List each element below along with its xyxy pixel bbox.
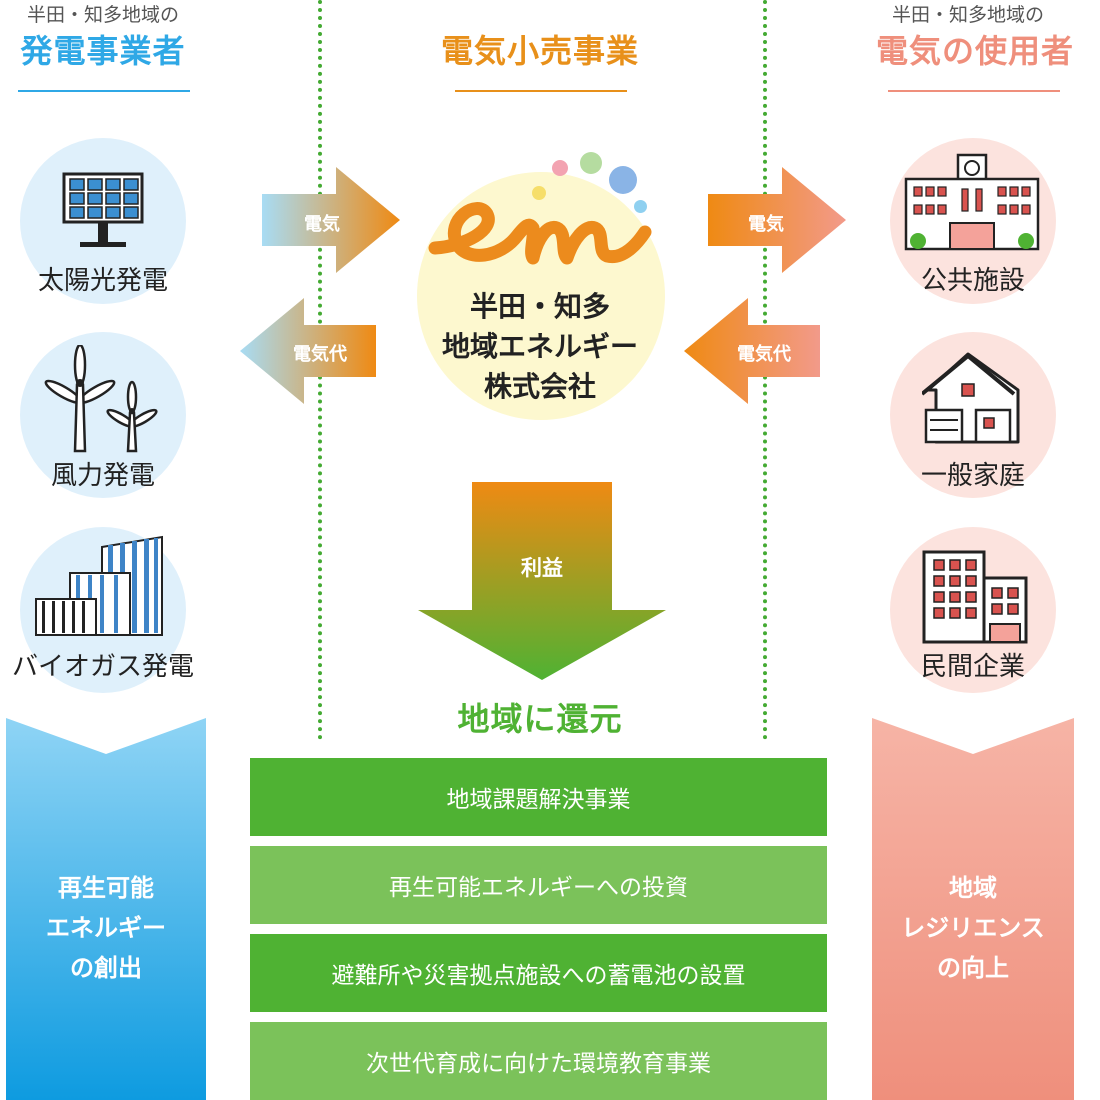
left-item-1-label: 太陽光発電 xyxy=(37,266,168,296)
right-payment-arrow xyxy=(684,298,820,404)
right-title-underline xyxy=(888,90,1060,92)
solar-panel-icon xyxy=(62,172,144,247)
return-item-4: 次世代育成に向けた環境教育事業 xyxy=(250,1022,827,1100)
right-payment-label: 電気代 xyxy=(737,344,791,365)
bubble-pink xyxy=(552,160,568,176)
right-result-line-1: 地域 xyxy=(949,874,997,902)
profit-label: 利益 xyxy=(521,556,563,580)
right-result-line-2: レジリエンス xyxy=(901,914,1045,942)
bubble-green xyxy=(580,152,602,174)
company-name-line-2: 地域エネルギー xyxy=(441,330,638,363)
left-result-line-1: 再生可能 xyxy=(58,874,154,902)
left-payment-label: 電気代 xyxy=(293,344,347,365)
public-building-icon xyxy=(904,153,1040,251)
left-result-line-3: の創出 xyxy=(70,954,142,982)
right-subtitle: 半田・知多地域の xyxy=(891,4,1044,26)
office-building-icon xyxy=(922,550,1028,644)
center-title: 電気小売事業 xyxy=(440,32,639,70)
left-result-box xyxy=(6,718,206,1100)
left-result-line-2: エネルギー xyxy=(46,914,166,942)
company-name: 半田・知多 地域エネルギー 株式会社 xyxy=(390,287,690,407)
right-item-1-label: 公共施設 xyxy=(920,266,1025,296)
house-icon xyxy=(922,352,1020,444)
bubble-yellow xyxy=(532,186,546,200)
biogas-plant-icon xyxy=(35,535,163,636)
right-result-box xyxy=(872,718,1074,1100)
wind-turbine-icon xyxy=(44,345,158,453)
company-name-line-3: 株式会社 xyxy=(483,370,596,403)
left-electricity-label: 電気 xyxy=(304,214,340,235)
right-electricity-label: 電気 xyxy=(748,214,784,235)
wind-circle xyxy=(20,332,186,498)
left-electricity-arrow xyxy=(262,167,400,273)
right-result-line-3: の向上 xyxy=(937,954,1009,982)
return-item-1: 地域課題解決事業 xyxy=(250,758,827,836)
right-title: 電気の使用者 xyxy=(875,32,1074,70)
bubble-lightblue xyxy=(634,200,647,213)
left-title: 発電事業者 xyxy=(20,32,186,70)
left-result-text: 再生可能 エネルギー の創出 xyxy=(6,868,206,988)
right-item-2-label: 一般家庭 xyxy=(920,461,1025,491)
left-payment-arrow xyxy=(240,298,376,404)
return-title: 地域に還元 xyxy=(457,700,623,738)
return-item-2: 再生可能エネルギーへの投資 xyxy=(250,846,827,924)
en-logo-icon xyxy=(428,202,652,265)
center-title-underline xyxy=(455,90,627,92)
left-item-2-label: 風力発電 xyxy=(50,461,155,491)
left-subtitle: 半田・知多地域の xyxy=(26,4,179,26)
left-title-underline xyxy=(18,90,190,92)
left-item-3-label: バイオガス発電 xyxy=(11,652,194,682)
right-item-3-label: 民間企業 xyxy=(920,652,1025,682)
company-name-line-1: 半田・知多 xyxy=(469,290,610,323)
profit-arrow xyxy=(418,482,666,680)
right-electricity-arrow xyxy=(708,167,846,273)
return-item-3: 避難所や災害拠点施設への蓄電池の設置 xyxy=(250,934,827,1012)
bubble-blue xyxy=(609,166,637,194)
right-result-text: 地域 レジリエンス の向上 xyxy=(872,868,1074,988)
